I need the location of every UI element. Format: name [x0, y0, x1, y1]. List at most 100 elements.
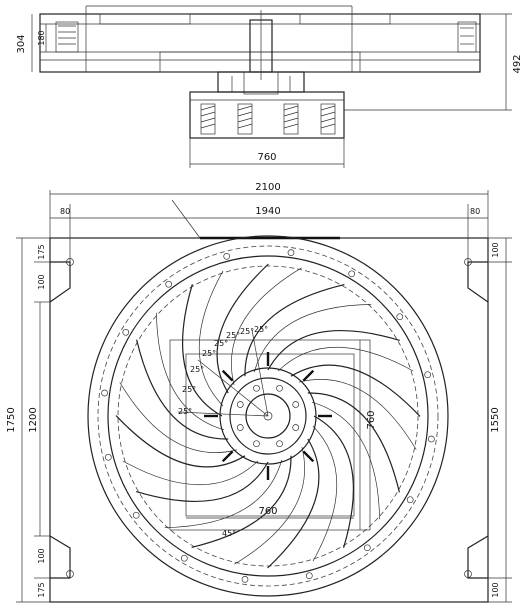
frame-notch — [467, 535, 489, 579]
ring-bolt-hole — [132, 511, 140, 519]
ring-bolt-hole — [241, 576, 249, 583]
angle-label: 25° — [240, 327, 254, 336]
ring-bolt-hole — [406, 496, 414, 504]
hub-bolt-hole — [276, 440, 283, 448]
fan-blade — [115, 415, 246, 468]
top-view-right-block — [457, 21, 477, 53]
hub-rib — [221, 450, 234, 463]
ring-bolt-hole — [363, 544, 371, 552]
fan-blade-edge — [231, 267, 302, 385]
dim-label-175-bottom: 175 — [37, 582, 46, 597]
mount-hole — [66, 570, 74, 578]
hub-rib — [302, 369, 315, 382]
coil — [200, 117, 216, 123]
leader-line — [171, 199, 201, 239]
fan-blade-edge — [277, 347, 414, 372]
ring-bolt-hole — [104, 453, 112, 461]
coil — [320, 105, 336, 111]
spring — [237, 103, 253, 135]
hub-rib — [221, 369, 234, 382]
hub-bolt-hole — [292, 424, 300, 431]
dim-label-80-right: 80 — [470, 207, 480, 216]
hub-shaft — [245, 393, 291, 439]
coil — [320, 123, 336, 129]
hub-bolt-hole — [236, 401, 244, 408]
angle-leader — [197, 359, 269, 417]
fan-blade-edge — [122, 460, 259, 485]
angle-label: 25° — [214, 339, 228, 348]
fan-blade-edge — [234, 447, 305, 565]
fan-blade-edge — [156, 312, 225, 431]
spring — [320, 103, 336, 135]
spring — [200, 103, 216, 135]
dim-label-1750: 1750 — [6, 407, 17, 432]
hub-ribs — [204, 352, 332, 480]
dim-label-1940: 1940 — [255, 206, 280, 217]
hub-outer — [219, 367, 317, 465]
coil — [283, 123, 299, 129]
angle-label: 25° — [254, 325, 268, 334]
angle-label-bottom: 45° — [222, 529, 236, 538]
coil — [283, 105, 299, 111]
top-view-segment — [299, 13, 391, 25]
angle-label: 25° — [178, 407, 192, 416]
angle-leader — [177, 411, 269, 417]
fan-blade — [136, 339, 229, 440]
motor-core — [243, 71, 279, 95]
fan-blade — [267, 330, 400, 371]
angle-leader — [251, 329, 269, 417]
coil — [237, 123, 253, 129]
angle-label: 25° — [202, 349, 216, 358]
spring — [283, 103, 299, 135]
fan-blades — [115, 263, 421, 569]
blade-angle-annotations: 25° 25° 25° 25° 25° 25° 25° 25° 45° — [177, 325, 269, 538]
fan-blade — [216, 263, 269, 394]
top-view: 304 180 492 760 — [16, 5, 523, 168]
fan-outer-ring — [87, 235, 449, 597]
base-frame — [189, 91, 345, 139]
ring-bolt-hole — [122, 328, 130, 336]
fan-blade — [182, 284, 223, 417]
fan-blade — [136, 461, 269, 502]
fan-blade-edge — [312, 425, 337, 562]
fan-blade-edge — [199, 270, 224, 407]
fan-blade — [307, 392, 400, 493]
frame-notch — [467, 261, 489, 303]
dim-label-760-vertical: 760 — [366, 410, 377, 429]
hub-bolt-hole — [236, 424, 244, 431]
angle-label: 25° — [190, 365, 204, 374]
motor-base-inner — [185, 353, 355, 517]
hub-bolts — [236, 384, 300, 448]
coil — [200, 111, 216, 117]
fan-shroud-dashed — [117, 265, 419, 567]
top-view-segment — [99, 13, 191, 25]
ring-bolt-hole — [396, 313, 404, 321]
dim-label-175-top: 175 — [37, 244, 46, 259]
dim-label-80-left: 80 — [60, 207, 70, 216]
frame-notch — [49, 535, 71, 579]
ring-bolt-hole — [428, 435, 435, 443]
fan-inner-ring — [107, 255, 429, 577]
motor-base-plate — [169, 339, 371, 531]
dim-label-760-top: 760 — [257, 152, 276, 163]
hub-rib — [302, 450, 315, 463]
hub-bolt-hole — [292, 401, 300, 408]
dim-label-180: 180 — [37, 30, 46, 45]
top-view-segment — [159, 51, 361, 73]
angle-label: 25° — [182, 385, 196, 394]
frame-notch — [49, 261, 71, 303]
coil — [320, 111, 336, 117]
coil — [237, 117, 253, 123]
fan-blade-edge — [311, 401, 380, 520]
coil — [283, 117, 299, 123]
ring-bolt-hole — [424, 371, 432, 379]
dim-label-100-right-top: 100 — [491, 242, 500, 257]
top-view-left-block — [55, 21, 79, 53]
front-view: 2100 1940 80 80 1750 1200 175 100 100 17… — [6, 182, 512, 603]
fan-blade — [191, 455, 292, 548]
fan-blade-edge — [299, 379, 417, 450]
hub-bolt-hole — [253, 440, 260, 448]
dim-label-100-bottom: 100 — [37, 548, 46, 563]
